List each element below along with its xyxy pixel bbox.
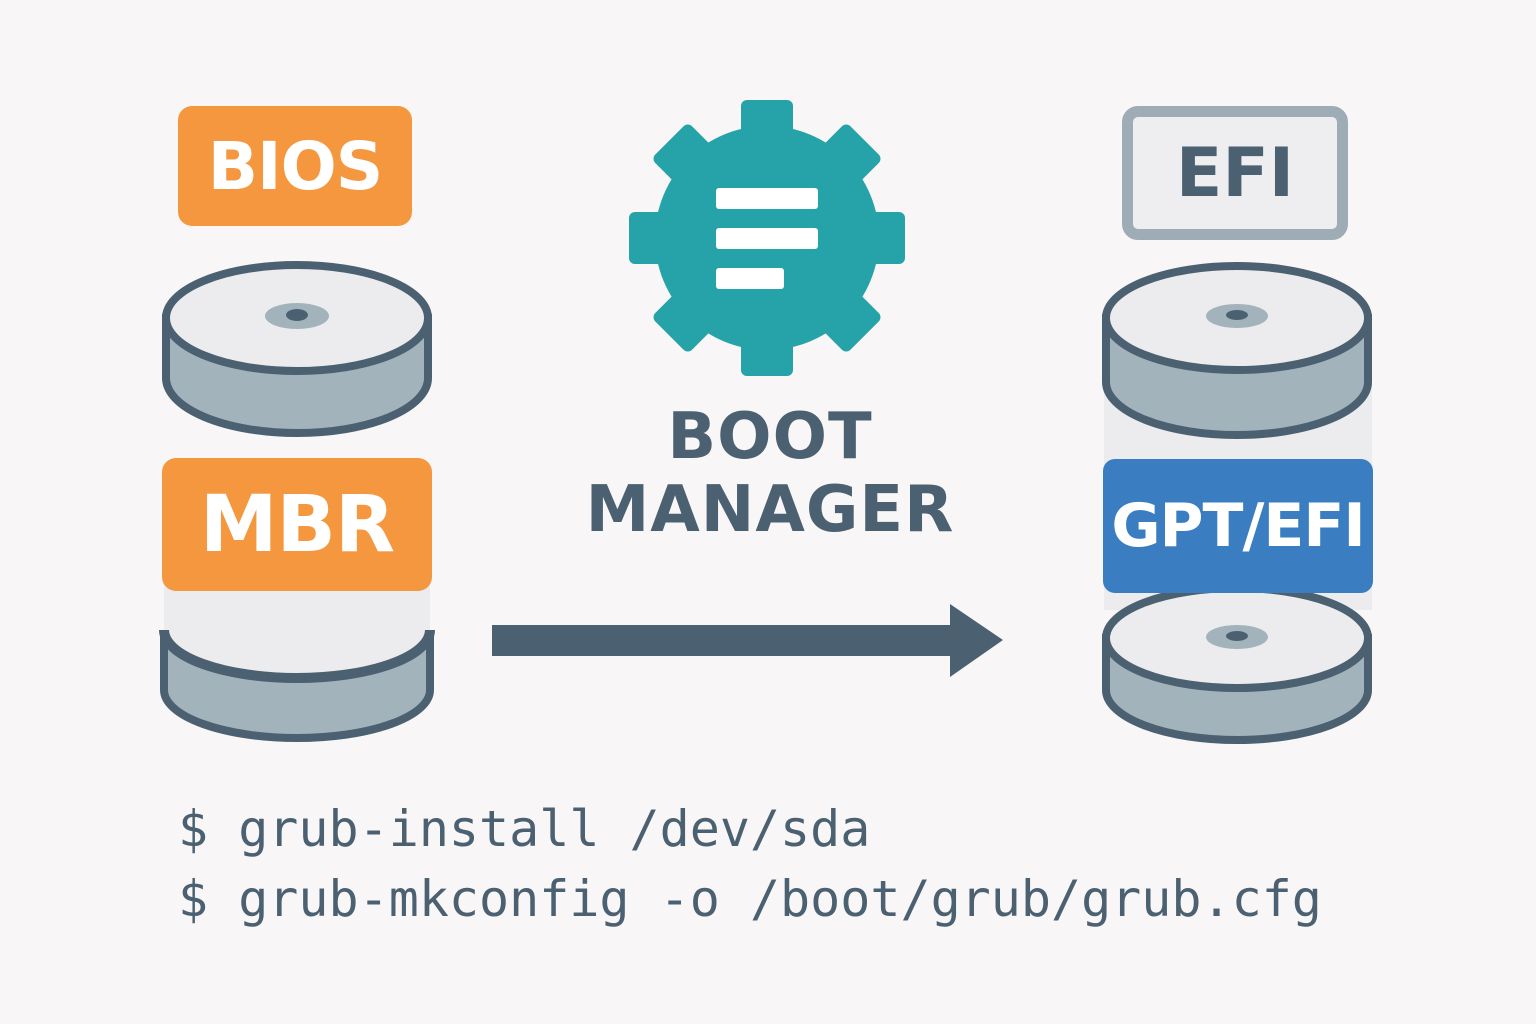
efi-badge: EFI: [1122, 106, 1348, 240]
bios-badge: BIOS: [178, 106, 412, 226]
left-top-disk-icon: [162, 261, 432, 437]
arrow-right-icon: [492, 604, 1003, 677]
left-lower-disk: [159, 585, 435, 742]
command-grub-install: $ grub-install /dev/sda: [178, 800, 871, 858]
right-bottom-disk-icon: [1102, 584, 1372, 744]
gear-icon: [629, 100, 905, 376]
diagram-title-line-2: MANAGER: [585, 473, 955, 547]
mbr-badge: MBR: [162, 458, 432, 591]
gpt-efi-badge: GPT/EFI: [1103, 459, 1373, 593]
right-top-disk-icon: [1102, 262, 1372, 439]
diagram-title-line-1: BOOT: [667, 400, 873, 474]
menu-lines-icon: [716, 188, 818, 289]
command-grub-mkconfig: $ grub-mkconfig -o /boot/grub/grub.cfg: [178, 870, 1322, 928]
